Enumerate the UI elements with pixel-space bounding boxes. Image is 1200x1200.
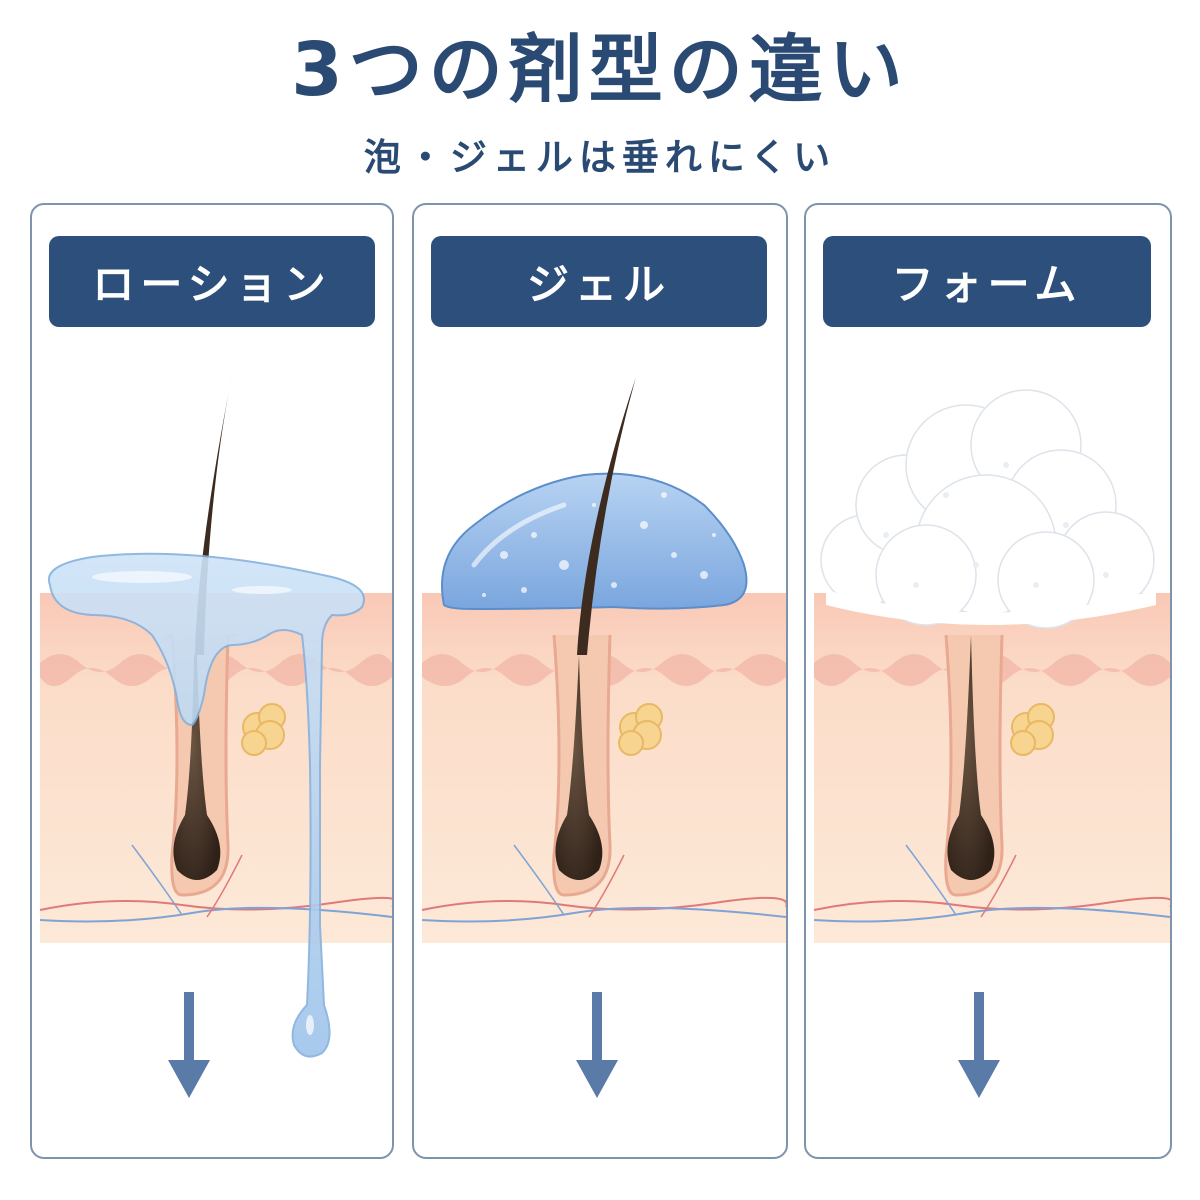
lotion-dripping-illustration bbox=[39, 375, 392, 1098]
down-arrow-icon bbox=[576, 992, 618, 1098]
foam-stays-illustration bbox=[813, 389, 1170, 1098]
panel-lotion: ローション bbox=[30, 203, 394, 1159]
gel-stays-illustration bbox=[421, 377, 786, 1098]
down-arrow-icon bbox=[958, 992, 1000, 1098]
label-gel: ジェル bbox=[431, 236, 767, 327]
page-subtitle: 泡・ジェルは垂れにくい bbox=[363, 136, 837, 179]
page-title: 3つの剤型の違い bbox=[291, 27, 909, 113]
label-foam: フォーム bbox=[823, 236, 1151, 327]
panel-gel: ジェル bbox=[412, 203, 788, 1159]
down-arrow-icon bbox=[168, 992, 210, 1098]
label-lotion: ローション bbox=[49, 236, 375, 327]
panel-foam: フォーム bbox=[804, 203, 1172, 1159]
